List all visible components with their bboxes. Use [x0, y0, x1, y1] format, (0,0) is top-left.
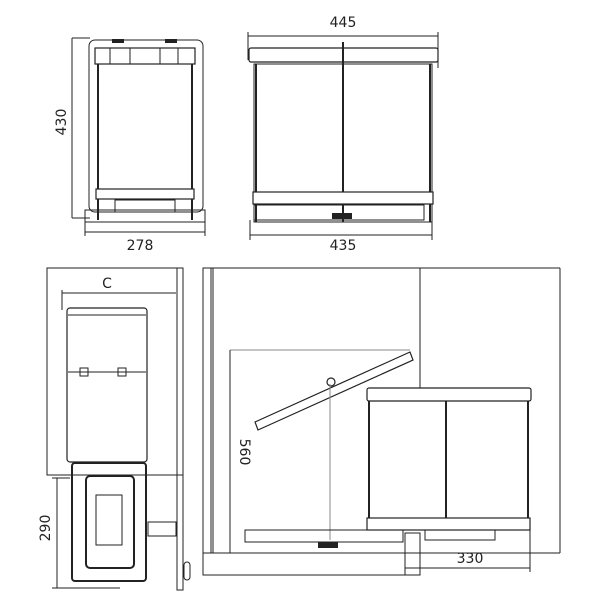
dimension-label-430: 430	[54, 109, 70, 136]
dimension-label-435: 435	[330, 238, 357, 254]
front-view: 430 278	[54, 37, 206, 254]
dimension-label-330: 330	[457, 551, 484, 567]
cabinet-door	[176, 267, 184, 591]
dimension-label-c: C	[102, 276, 112, 292]
door-handle	[183, 561, 191, 581]
installed-view: 560 330	[202, 267, 561, 576]
dimension-label-560: 560	[236, 439, 252, 466]
dimension-label-278: 278	[127, 238, 154, 254]
plan-view: C 290	[38, 267, 191, 591]
open-lid	[254, 351, 414, 431]
dimension-label-445: 445	[330, 15, 357, 31]
dimension-label-290: 290	[38, 515, 54, 542]
side-view: 445 435	[247, 15, 439, 254]
